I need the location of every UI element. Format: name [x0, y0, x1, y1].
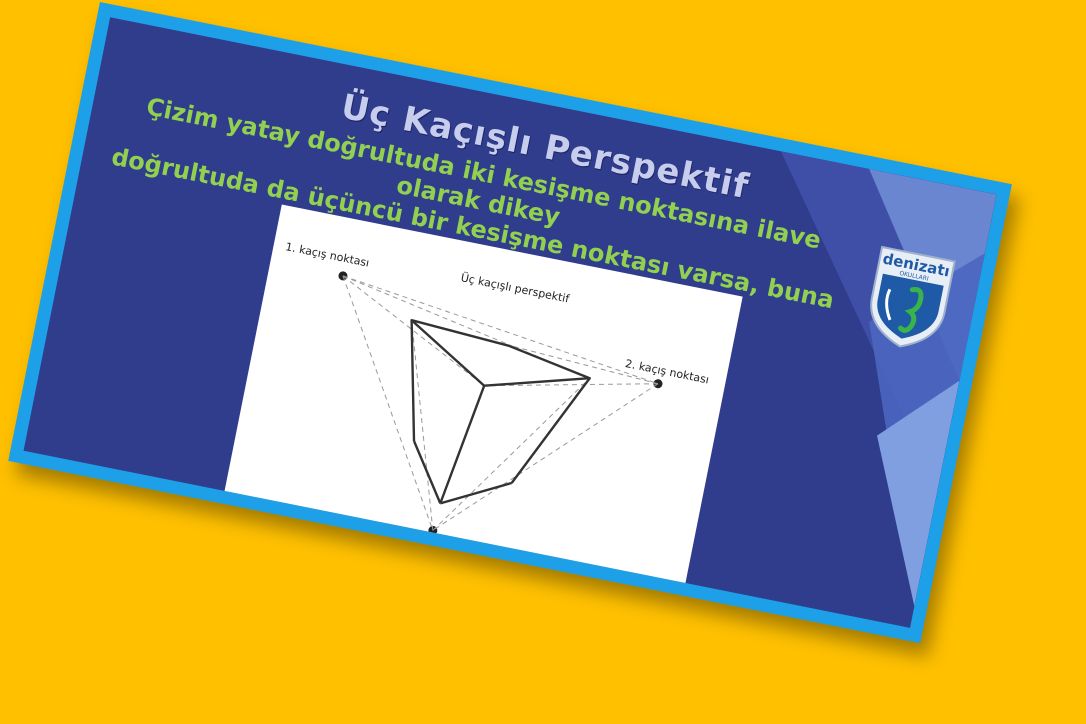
slide-frame: Üç Kaçışlı Perspektif Çizim yatay doğrul… — [8, 1, 1012, 644]
guide-lines — [342, 275, 659, 531]
school-logo: denizatı OKULLARI — [857, 242, 961, 357]
figure-caption: Üç kaçışlı perspektif — [460, 271, 572, 306]
logo-shield-icon: denizatı OKULLARI — [870, 245, 956, 348]
cube-outline — [410, 319, 591, 505]
vp3-label: 3. kaçış noktası — [377, 532, 463, 561]
vp1-label: 1. kaçış noktası — [284, 240, 370, 269]
slide: Üç Kaçışlı Perspektif Çizim yatay doğrul… — [23, 17, 997, 628]
vp2-label: 2. kaçış noktası — [624, 357, 710, 386]
